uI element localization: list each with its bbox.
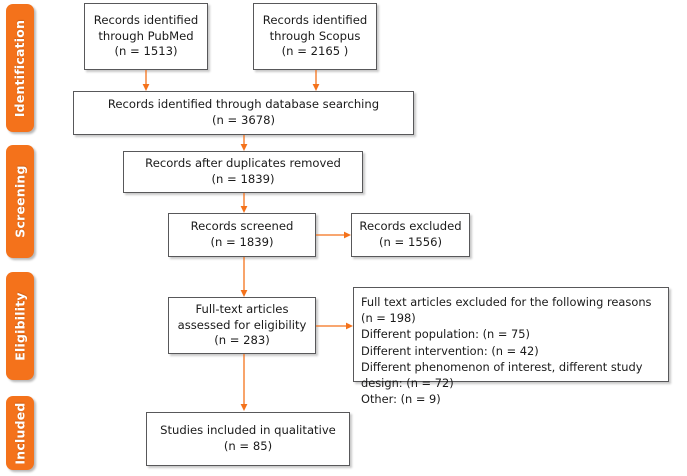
- box-records-screened: Records screened (n = 1839): [168, 213, 316, 257]
- arrow-screened-to-fulltext: [238, 257, 250, 298]
- arrow-scopus-to-database: [310, 70, 322, 92]
- box-records-pubmed-text: Records identified through PubMed (n = 1…: [93, 12, 199, 59]
- box-database-searching-text: Records identified through database sear…: [107, 97, 380, 127]
- box-duplicates-removed-text: Records after duplicates removed (n = 18…: [145, 156, 341, 186]
- stage-label-screening: Screening: [12, 165, 28, 238]
- box-studies-included-text: Studies included in qualitative (n = 85): [160, 423, 336, 453]
- box-records-screened-text: Records screened (n = 1839): [190, 219, 294, 249]
- arrow-fulltext-to-included: [238, 354, 250, 412]
- arrow-pubmed-to-database: [140, 70, 152, 92]
- box-records-excluded-text: Records excluded (n = 1556): [359, 219, 462, 249]
- box-records-scopus-text: Records identified through Scopus (n = 2…: [262, 12, 368, 59]
- box-records-pubmed: Records identified through PubMed (n = 1…: [84, 3, 208, 70]
- stage-bar-identification: Identification: [6, 4, 34, 132]
- arrow-duplicates-to-screened: [238, 193, 250, 214]
- box-fulltext-assessed-text: Full-text articles assessed for eligibil…: [177, 301, 307, 348]
- arrow-database-to-duplicates: [238, 135, 250, 152]
- box-fulltext-assessed: Full-text articles assessed for eligibil…: [168, 297, 316, 354]
- stage-label-identification: Identification: [12, 19, 28, 117]
- arrow-fulltext-to-excluded-reasons: [316, 320, 354, 332]
- box-fulltext-excluded-reasons-text: Full text articles excluded for the foll…: [361, 295, 652, 407]
- stage-bar-eligibility: Eligibility: [6, 272, 34, 380]
- box-database-searching: Records identified through database sear…: [73, 91, 414, 135]
- box-records-excluded: Records excluded (n = 1556): [351, 213, 470, 257]
- box-studies-included: Studies included in qualitative (n = 85): [146, 412, 350, 466]
- stage-label-eligibility: Eligibility: [12, 291, 28, 361]
- stage-label-included: Included: [12, 401, 28, 465]
- stage-bar-screening: Screening: [6, 145, 34, 258]
- stage-bar-included: Included: [6, 396, 34, 470]
- arrow-screened-to-excluded: [316, 229, 352, 241]
- box-duplicates-removed: Records after duplicates removed (n = 18…: [123, 151, 363, 193]
- box-fulltext-excluded-reasons: Full text articles excluded for the foll…: [353, 287, 669, 406]
- box-records-scopus: Records identified through Scopus (n = 2…: [253, 3, 377, 70]
